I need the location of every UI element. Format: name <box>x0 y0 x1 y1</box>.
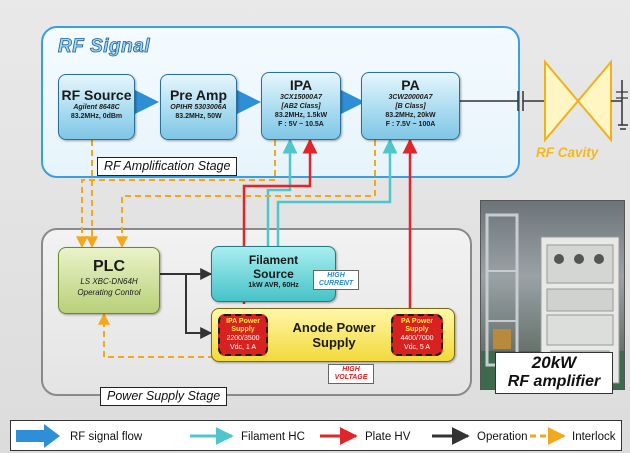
rf-amplification-stage-label: RF Amplification Stage <box>97 157 238 176</box>
high-voltage-tag-line1: HIGH <box>342 366 360 373</box>
plc-block: PLC LS XBC-DN64H Operating Control <box>58 247 160 314</box>
ipa-supply-line3: 2200/3500 <box>226 335 260 342</box>
high-voltage-tag: HIGH VOLTAGE <box>328 364 374 384</box>
high-current-tag: HIGH CURRENT <box>313 270 359 290</box>
pa-supply-line4: Vdc, 5 A <box>403 344 431 351</box>
pa-model: 3CW20000A7 <box>388 94 433 101</box>
legend-interlock: Interlock <box>572 431 616 443</box>
ipa-title: IPA <box>289 77 313 93</box>
pa-title: PA <box>401 77 420 93</box>
photo-caption: 20kW RF amplifier <box>495 352 613 394</box>
pa-power-supply: PA Power Supply 4400/7000 Vdc, 5 A <box>391 314 443 356</box>
pre-amp-spec: 83.2MHz, 50W <box>175 113 222 120</box>
photo-caption-line2: RF amplifier <box>507 373 601 390</box>
plc-title: PLC <box>93 258 125 275</box>
legend-rf-arrow <box>16 424 60 448</box>
pa-supply-line3: 4400/7000 <box>400 335 434 342</box>
rf-source-block: RF Source Agilent 8648C 83.2MHz, 0dBm <box>58 74 135 140</box>
high-voltage-tag-line2: VOLTAGE <box>334 374 368 381</box>
photo-caption-line1: 20kW <box>531 353 577 372</box>
anode-title: Anode Power Supply <box>276 320 392 350</box>
pa-block: PA 3CW20000A7 [B Class] 83.2MHz, 20kW F … <box>361 72 460 140</box>
rf-cavity-right <box>576 59 612 143</box>
rf-signal-title: RF Signal <box>58 36 151 58</box>
legend-plate-hv: Plate HV <box>365 431 411 443</box>
ipa-spec-2: F : 5V ~ 10.5A <box>278 121 324 128</box>
high-current-tag-line1: HIGH <box>327 272 345 279</box>
legend-filament-hc: Filament HC <box>241 431 305 443</box>
rf-source-title: RF Source <box>61 87 132 103</box>
rf-source-spec: 83.2MHz, 0dBm <box>70 113 123 120</box>
ipa-power-supply: IPA Power Supply 2200/3500 Vdc, 1 A <box>218 314 268 356</box>
anode-title-2: Supply <box>312 335 356 350</box>
pa-supply-line1: PA Power <box>401 318 433 325</box>
high-current-tag-line2: CURRENT <box>318 280 354 287</box>
plc-model: LS XBC-DN64H <box>80 277 138 286</box>
rf-cavity-left <box>544 59 580 143</box>
anode-title-1: Anode Power <box>292 320 376 335</box>
legend-box <box>10 420 622 451</box>
ipa-class: [AB2 Class] <box>281 103 321 110</box>
ipa-model: 3CX15000A7 <box>279 94 323 101</box>
power-supply-stage-label: Power Supply Stage <box>100 387 228 406</box>
filament-spec: 1kW AVR, 60Hz <box>248 282 299 289</box>
pre-amp-block: Pre Amp OPIHR 5303006A 83.2MHz, 50W <box>160 74 237 140</box>
pre-amp-title: Pre Amp <box>169 87 228 103</box>
rf-source-model: Agilent 8648C <box>73 104 120 111</box>
pa-spec-1: 83.2MHz, 20kW <box>385 112 436 119</box>
pa-supply-line2: Supply <box>405 326 429 333</box>
pa-class: [B Class] <box>395 103 426 110</box>
ipa-supply-line4: Vdc, 1 A <box>229 344 257 351</box>
ipa-supply-line2: Supply <box>231 326 255 333</box>
plc-function: Operating Control <box>77 288 141 297</box>
ipa-supply-line1: IPA Power <box>226 318 260 325</box>
pre-amp-model: OPIHR 5303006A <box>170 104 227 111</box>
filament-title-2: Source <box>253 267 294 281</box>
ipa-spec-1: 83.2MHz, 1.5kW <box>274 112 328 119</box>
legend-operation: Operation <box>477 431 528 443</box>
pa-spec-2: F : 7.5V ~ 100A <box>385 121 436 128</box>
filament-title-1: Filament <box>248 253 299 267</box>
legend-rf-signal-flow: RF signal flow <box>70 431 143 443</box>
rf-cavity-label: RF Cavity <box>536 145 599 160</box>
ipa-block: IPA 3CX15000A7 [AB2 Class] 83.2MHz, 1.5k… <box>261 72 341 140</box>
legend-symbols <box>16 424 566 448</box>
